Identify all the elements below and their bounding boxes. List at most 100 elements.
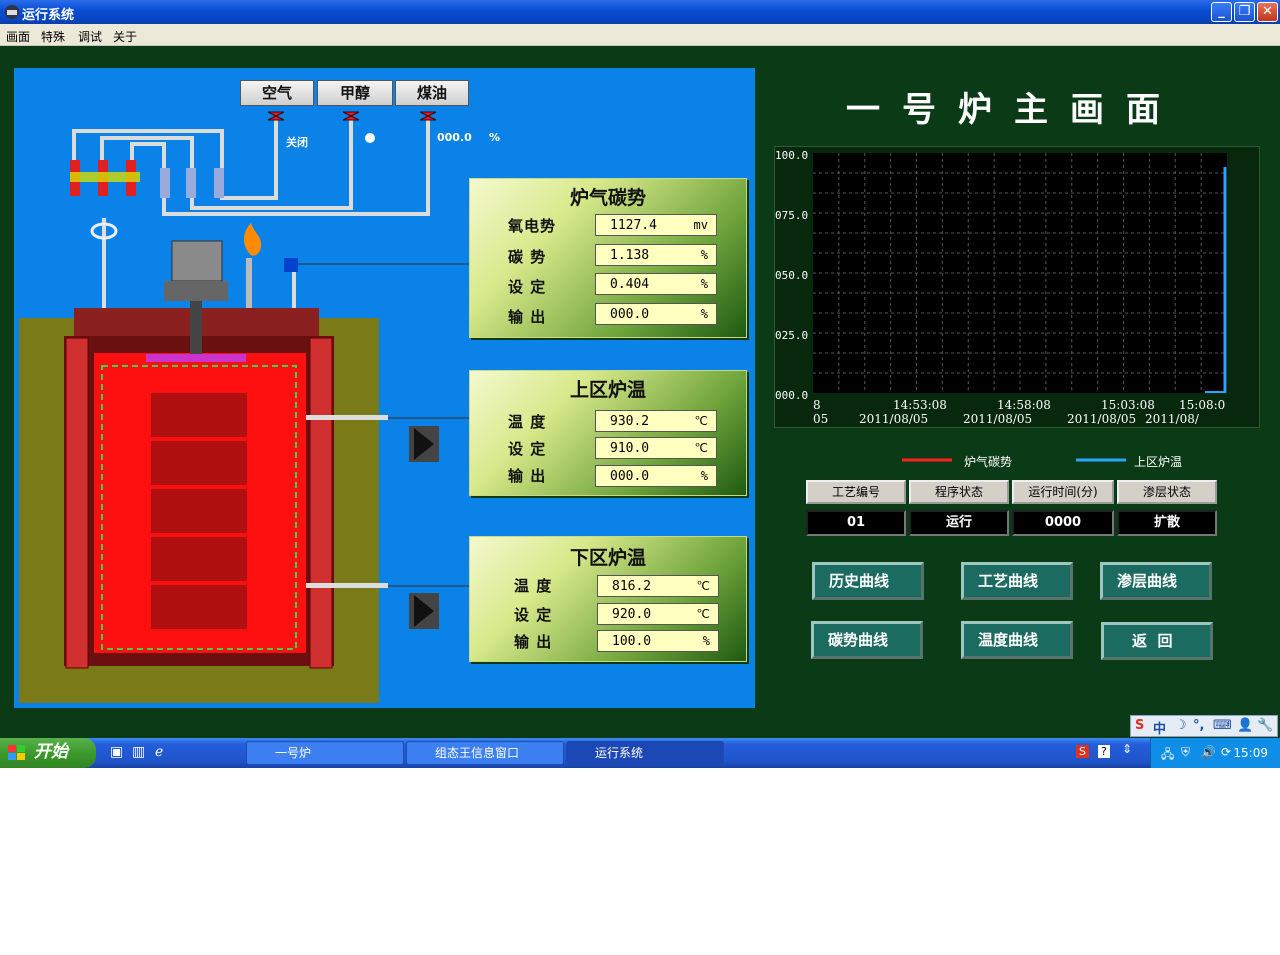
task-kingview-info[interactable]: 组态王信息窗口 [406,741,564,765]
punctuation-icon[interactable]: °, [1193,718,1205,733]
window-titlebar[interactable]: 运行系统 _ ❐ ✕ [0,0,1280,24]
notify-arrow-icon[interactable]: ⇕ [1122,742,1133,756]
upper-temp-label: 温 度 [508,413,547,431]
upper-setpoint-value: 910.0℃ [595,437,717,459]
safety-icon[interactable]: ⛨ [1181,745,1191,759]
furnace-diagram [19,111,469,703]
valve-status: 关闭 [286,136,308,149]
task-label: 组态王信息窗口 [435,746,520,760]
menu-item-debug[interactable]: 调试 [78,30,103,44]
lower-output-label: 输 出 [514,633,553,651]
carbon-potential-label: 碳 势 [508,248,547,266]
lower-temp-value: 816.2℃ [597,575,719,597]
task-furnace-one[interactable]: 一号炉 [246,741,404,765]
network-icon[interactable]: 🖧 [1161,747,1175,761]
system-tray: 🖧 ⛨ 🔊 ⟳ 15:09 [1150,738,1280,768]
x-tick-time: 14:53:08 [893,398,947,412]
ime-toolbar[interactable]: S 中 ☽ °, ⌨ 👤 🔧 [1130,715,1278,737]
y-tick-label: 075.0 [775,209,808,222]
start-button[interactable]: 开始 [0,738,96,768]
menu-item-about[interactable]: 关于 [113,30,138,44]
gas-button-methanol[interactable]: 甲醇 [317,80,393,106]
menu-item-special[interactable]: 特殊 [41,30,66,44]
legend-swatch-upper [1076,458,1126,462]
upper-temp-value: 930.2℃ [595,410,717,432]
lower-panel-title: 下区炉温 [569,547,646,569]
menu-bar: 画面 特殊 调试 关于 [0,24,1280,46]
sogou-tray-icon[interactable]: S [1076,745,1089,758]
header-program-state: 程序状态 [909,480,1009,504]
x-tick-time: 14:58:08 [997,398,1051,412]
moon-icon[interactable]: ☽ [1175,718,1187,733]
carbon-panel-title: 炉气碳势 [569,187,646,209]
value-run-time: 0000 [1012,510,1114,536]
process-curve-button[interactable]: 工艺曲线 [961,562,1073,600]
layer-curve-button[interactable]: 渗层曲线 [1100,562,1212,600]
task-label: 运行系统 [595,746,644,760]
minimize-button[interactable]: _ [1211,2,1232,22]
carbon-setpoint-value: 0.404% [595,273,717,295]
x-tick-time: 8 [813,398,821,412]
keyboard-icon[interactable]: ⌨ [1213,718,1232,733]
show-desktop-icon[interactable]: ▣ [110,744,124,760]
legend-swatch-carbon [902,458,952,462]
x-tick-time: 15:08:0 [1179,398,1225,412]
carbon-potential-value: 1.138% [595,244,717,266]
flow-unit: % [489,131,501,144]
flow-value: 000.0 [437,131,472,144]
carbon-curve-button[interactable]: 碳势曲线 [811,621,923,659]
y-tick-label: 025.0 [775,329,808,342]
value-program-state: 运行 [909,510,1009,536]
help-icon[interactable]: ? [1098,745,1110,758]
lower-setpoint-label: 设 定 [514,606,553,624]
y-tick-label: 000.0 [775,389,808,402]
carbon-output-value: 000.0% [595,303,717,325]
close-button[interactable]: ✕ [1257,2,1278,22]
x-tick-date: 2011/08/05 [1067,412,1136,426]
ime-mode[interactable]: 中 [1153,722,1167,737]
value-layer-state: 扩散 [1117,510,1217,536]
windows-logo-icon [8,745,25,760]
ie-icon[interactable]: ℯ [155,744,164,760]
user-icon[interactable]: 👤 [1237,718,1254,733]
oxygen-potential-label: 氧电势 [508,217,557,235]
sogou-icon: S [1135,718,1145,733]
restore-button[interactable]: ❐ [1234,2,1255,22]
start-label: 开始 [34,742,68,762]
x-tick-date: 2011/08/05 [963,412,1032,426]
gas-button-air[interactable]: 空气 [240,80,314,106]
sync-icon[interactable]: ⟳ [1221,745,1232,759]
carbon-output-label: 输 出 [508,308,547,326]
task-runtime-system[interactable]: 运行系统 [566,741,724,765]
header-run-time: 运行时间(分) [1012,480,1114,504]
clock[interactable]: 15:09 [1233,746,1268,760]
return-button[interactable]: 返 回 [1101,622,1213,660]
y-tick-label: 100.0 [775,149,808,162]
desktop: 运行系统 _ ❐ ✕ 画面 特殊 调试 关于 [0,0,1280,768]
history-curve-button[interactable]: 历史曲线 [812,562,924,600]
x-tick-date: 05 [813,412,828,426]
main-title: 一号炉主画面 [846,90,1182,130]
x-tick-date: 2011/08/05 [859,412,928,426]
carbon-setpoint-label: 设 定 [508,278,547,296]
taskbar: 开始 ▣ ▥ ℯ 一号炉 组态王信息窗口 运行系统 S ? ⇕ 🖧 ⛨ 🔊 ⟳ … [0,738,1280,768]
upper-output-label: 输 出 [508,467,547,485]
y-tick-label: 050.0 [775,269,808,282]
volume-icon[interactable]: 🔊 [1201,745,1216,759]
upper-panel-title: 上区炉温 [569,379,646,401]
gas-button-kerosene[interactable]: 煤油 [395,80,469,106]
header-layer-state: 渗层状态 [1117,480,1217,504]
wrench-icon[interactable]: 🔧 [1257,718,1274,733]
quicklaunch-books-icon[interactable]: ▥ [132,744,146,760]
temperature-curve-button[interactable]: 温度曲线 [961,621,1073,659]
menu-item-screen[interactable]: 画面 [6,30,31,44]
lower-output-value: 100.0% [597,630,719,652]
task-label: 一号炉 [275,746,312,760]
header-process-no: 工艺编号 [806,480,906,504]
